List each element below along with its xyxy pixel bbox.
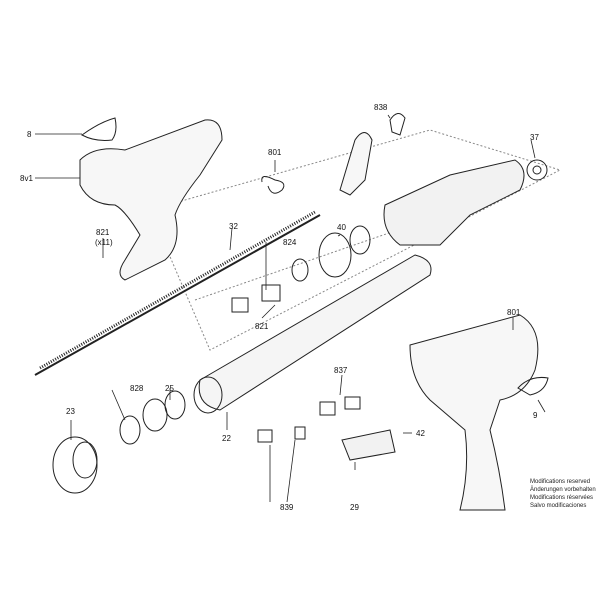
part-8-cap [81,117,117,141]
part-821-bushings [231,284,281,313]
label-42: 42 [416,429,425,438]
part-29-plate [341,429,396,461]
part-838-lever [389,113,406,136]
label-25: 25 [165,384,174,393]
label-821-bushing: 821 [255,322,269,331]
label-837: 837 [334,366,348,375]
label-37: 37 [530,133,539,142]
label-8v1: 8v1 [20,174,33,183]
part-801-clip [261,176,285,194]
notice-de: Änderungen vorbehalten [530,487,596,493]
label-821-qty: (x11) [95,238,113,247]
part-37-knob [526,159,548,181]
label-824: 824 [283,238,297,247]
label-9: 9 [533,411,538,420]
label-828: 828 [130,384,144,393]
label-801-housing: 801 [507,308,521,317]
dashed-assembly-frame [149,129,562,351]
part-828-plunger [119,390,186,445]
label-839: 839 [280,503,294,512]
part-837-switch [319,396,361,416]
part-22-tube-end [193,376,223,414]
leader-lines [35,114,546,503]
part-32-rack [34,214,321,376]
label-8: 8 [27,130,32,139]
label-40: 40 [337,223,346,232]
notice-es: Salvo modificaciones [530,503,587,509]
part-8v1-housing-half [79,119,223,281]
part-824-nuts [291,225,371,282]
part-22-cartridge-tube [198,254,432,411]
label-801-clip: 801 [268,148,282,157]
part-32-rack-teeth [39,210,316,370]
part-23-end-cap [52,436,98,494]
notice-en: Modifications reserved [530,479,591,485]
label-22: 22 [222,434,231,443]
label-29: 29 [350,503,359,512]
modifications-notice: Modifications reserved Änderungen vorbeh… [530,478,596,510]
part-839-parts [257,426,306,443]
label-32: 32 [229,222,238,231]
notice-fr: Modifications réservées [530,495,594,501]
part-838-trigger [339,132,373,196]
label-821: 821 [96,228,110,237]
part-9-cap [517,377,549,396]
label-838: 838 [374,103,388,112]
label-23: 23 [66,407,75,416]
drive-gearbox-assembly [383,159,525,246]
part-801-tool-housing [409,314,539,511]
